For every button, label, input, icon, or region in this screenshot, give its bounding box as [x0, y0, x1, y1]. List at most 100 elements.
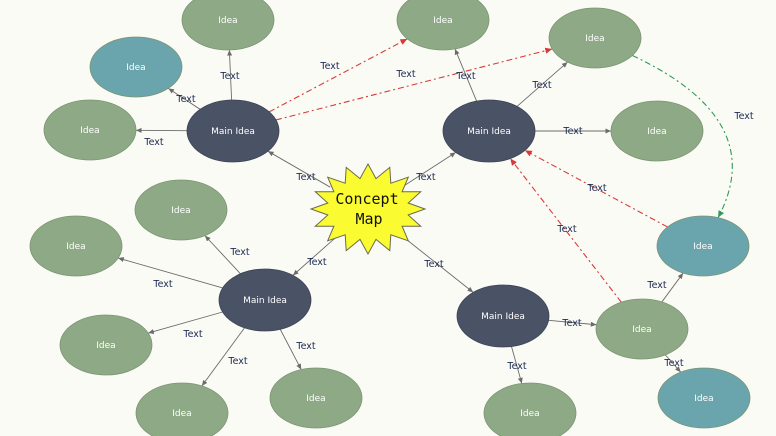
- connector-e-m1-i5[interactable]: Text: [275, 47, 553, 121]
- idea-node-i9[interactable]: Idea: [29, 215, 123, 277]
- connector-e-c-m2[interactable]: Text: [404, 152, 457, 186]
- idea-node-i12[interactable]: Idea: [269, 367, 363, 429]
- idea-label: Idea: [218, 16, 237, 26]
- idea-ellipse: [134, 179, 228, 241]
- connector-e-m3-i10[interactable]: Text: [148, 311, 223, 340]
- idea-node-i3[interactable]: Idea: [43, 99, 137, 161]
- connector-e-m3-i11[interactable]: Text: [201, 327, 248, 387]
- connector-label: Text: [319, 61, 339, 72]
- main-idea-label: Main Idea: [243, 296, 287, 306]
- idea-label: Idea: [306, 394, 325, 404]
- idea-label: Idea: [66, 242, 85, 252]
- connector-label: Text: [646, 280, 666, 291]
- idea-node-i7[interactable]: Idea: [656, 215, 750, 277]
- connector-e-m1-i3[interactable]: Text: [135, 127, 188, 148]
- idea-label: Idea: [171, 206, 190, 216]
- connector-label: Text: [395, 69, 415, 80]
- connector-e-m4-i13[interactable]: Text: [506, 346, 527, 384]
- main-idea-ellipse: [456, 284, 550, 348]
- connector-e-i5-i7[interactable]: Text: [632, 55, 754, 218]
- connector-label: Text: [175, 94, 195, 105]
- connector-label: Text: [219, 71, 239, 82]
- idea-node-i2[interactable]: Idea: [89, 36, 183, 98]
- main-idea-node-m2[interactable]: Main Idea: [442, 99, 536, 163]
- idea-ellipse: [43, 99, 137, 161]
- connector-line: [204, 235, 241, 275]
- idea-label: Idea: [80, 126, 99, 136]
- idea-label: Idea: [433, 16, 452, 26]
- connector-label: Text: [455, 71, 475, 82]
- main-idea-ellipse: [186, 99, 280, 163]
- idea-ellipse: [135, 382, 229, 436]
- idea-ellipse: [595, 298, 689, 360]
- connector-label: Text: [295, 172, 315, 183]
- connector-e-c-m3[interactable]: Text: [292, 236, 337, 276]
- idea-label: Idea: [647, 127, 666, 137]
- connector-label: Text: [531, 80, 551, 91]
- idea-node-i1[interactable]: Idea: [181, 0, 275, 51]
- idea-node-i14[interactable]: Idea: [595, 298, 689, 360]
- idea-node-i13[interactable]: Idea: [483, 382, 577, 436]
- connector-e-m1-i4[interactable]: Text: [268, 38, 408, 113]
- connector-e-m2-i5[interactable]: Text: [516, 61, 568, 107]
- connector-e-m3-i8[interactable]: Text: [204, 235, 250, 275]
- idea-node-i11[interactable]: Idea: [135, 382, 229, 436]
- connector-label: Text: [733, 111, 753, 122]
- idea-node-i5[interactable]: Idea: [548, 7, 642, 69]
- connector-line: [227, 49, 233, 101]
- idea-label: Idea: [632, 325, 651, 335]
- connector-e-i14-i7[interactable]: Text: [646, 272, 684, 303]
- connector-e-m2-i4[interactable]: Text: [454, 48, 478, 102]
- connector-e-i14-m2[interactable]: Text: [509, 158, 622, 303]
- idea-ellipse: [269, 367, 363, 429]
- idea-node-i6[interactable]: Idea: [610, 100, 704, 162]
- connector-e-c-m4[interactable]: Text: [401, 235, 474, 293]
- idea-ellipse: [89, 36, 183, 98]
- connector-e-m1-i1[interactable]: Text: [219, 49, 240, 101]
- idea-node-i10[interactable]: Idea: [59, 314, 153, 376]
- connector-line: [275, 47, 553, 121]
- connector-line: [401, 235, 474, 293]
- idea-label: Idea: [96, 341, 115, 351]
- idea-ellipse: [59, 314, 153, 376]
- connector-e-m4-i14[interactable]: Text: [548, 318, 597, 329]
- connector-line: [632, 55, 733, 218]
- idea-label: Idea: [172, 409, 191, 419]
- connector-line: [454, 48, 478, 102]
- connector-label: Text: [227, 356, 247, 367]
- idea-ellipse: [483, 382, 577, 436]
- connector-label: Text: [143, 137, 163, 148]
- connector-label: Text: [415, 172, 435, 183]
- connector-label: Text: [306, 257, 326, 268]
- main-idea-node-m1[interactable]: Main Idea: [186, 99, 280, 163]
- idea-ellipse: [29, 215, 123, 277]
- main-idea-node-m3[interactable]: Main Idea: [218, 268, 312, 332]
- idea-ellipse: [396, 0, 490, 51]
- idea-node-i4[interactable]: Idea: [396, 0, 490, 51]
- idea-ellipse: [181, 0, 275, 51]
- connector-line: [511, 346, 523, 384]
- starburst-shape: [309, 162, 427, 256]
- connector-e-m3-i12[interactable]: Text: [279, 329, 316, 370]
- connector-line: [661, 272, 684, 303]
- connector-e-c-m1[interactable]: Text: [267, 150, 331, 188]
- idea-label: Idea: [694, 394, 713, 404]
- connector-e-i14-i16[interactable]: Text: [663, 354, 684, 373]
- main-idea-ellipse: [442, 99, 536, 163]
- connector-label: Text: [423, 259, 443, 270]
- connector-e-m3-i9[interactable]: Text: [118, 257, 223, 290]
- idea-node-i8[interactable]: Idea: [134, 179, 228, 241]
- connector-e-i7-m2[interactable]: Text: [524, 149, 668, 228]
- connector-e-m1-i2[interactable]: Text: [168, 87, 201, 110]
- connector-line: [664, 354, 682, 373]
- center-title-line2: Map: [355, 210, 382, 228]
- connector-line: [524, 149, 668, 228]
- concept-map-center[interactable]: Concept Map: [309, 162, 427, 256]
- connector-line: [509, 158, 622, 303]
- connector-line: [148, 311, 223, 334]
- main-idea-node-m4[interactable]: Main Idea: [456, 284, 550, 348]
- connector-label: Text: [182, 329, 202, 340]
- connector-e-m2-i6[interactable]: Text: [535, 126, 611, 137]
- idea-node-i16[interactable]: Idea: [657, 367, 751, 429]
